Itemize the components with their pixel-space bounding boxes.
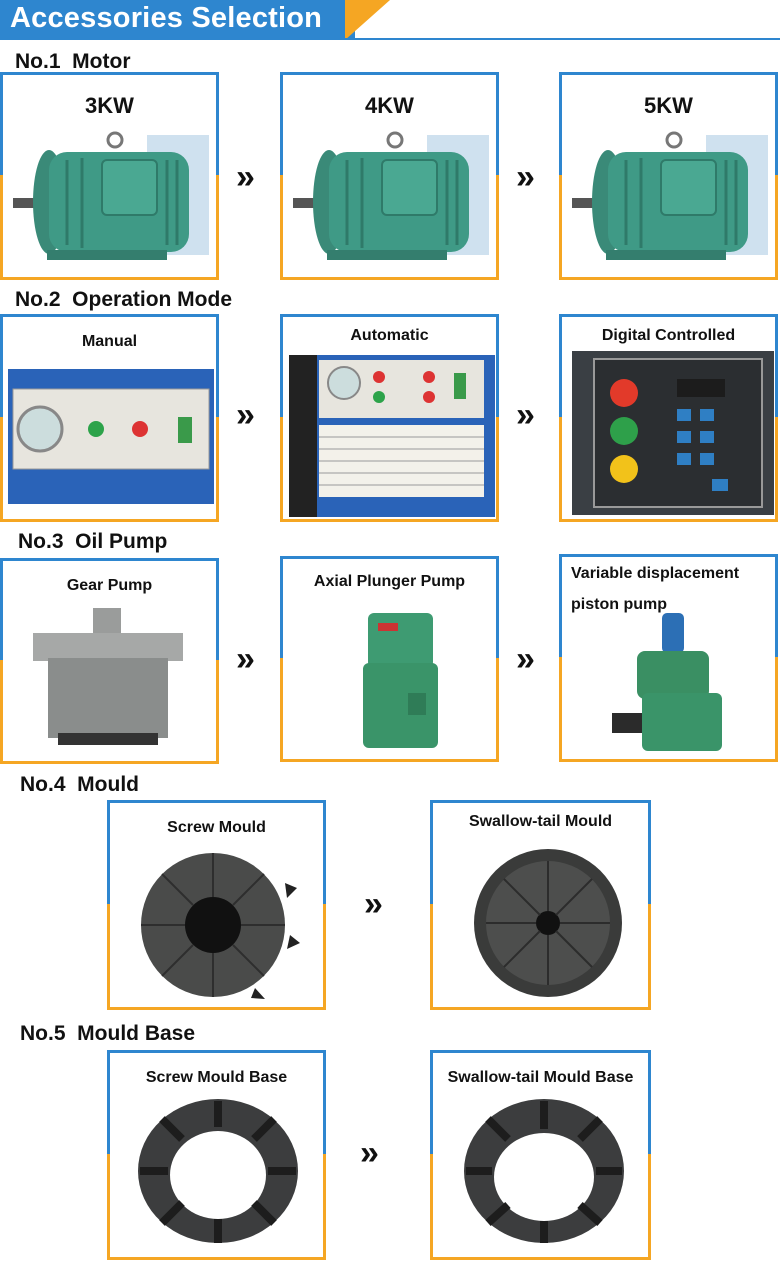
mould-photo [141, 853, 300, 999]
section-title-mould-base: No.5 Mould Base [20, 1022, 196, 1045]
motor-photo [293, 131, 489, 260]
pump-card-variable[interactable]: Variable displacement piston pump [559, 554, 778, 762]
mould-base-label: Swallow-tail Mould Base [447, 1069, 634, 1086]
control-panel-photo [289, 355, 495, 517]
section-title-motor: No.1 Motor [15, 50, 131, 73]
plunger-pump-photo [612, 613, 722, 751]
double-chevron-icon: » [236, 158, 255, 196]
pump-label: Axial Plunger Pump [313, 573, 466, 590]
mould-label: Swallow-tail Mould [468, 813, 613, 830]
motor-label: 5KW [644, 93, 693, 118]
double-chevron-icon: » [236, 396, 255, 434]
double-chevron-icon: » [360, 1134, 379, 1172]
gear-pump-photo [33, 608, 183, 745]
double-chevron-icon: » [516, 158, 535, 196]
header-bar [0, 0, 355, 40]
mould-label: Screw Mould [167, 819, 266, 836]
mould-base-photo [464, 1099, 624, 1243]
plunger-pump-photo [363, 613, 438, 748]
operation-card-digital[interactable]: Digital Controlled [559, 314, 778, 522]
double-chevron-icon: » [516, 640, 535, 678]
control-panel-photo [8, 369, 214, 504]
pump-card-gear[interactable]: Gear Pump [0, 558, 219, 764]
double-chevron-icon: » [364, 885, 383, 923]
mould-card-swallow[interactable]: Swallow-tail Mould [430, 800, 651, 1010]
double-chevron-icon: » [516, 396, 535, 434]
mould-base-card-screw[interactable]: Screw Mould Base [107, 1050, 326, 1260]
motor-card-5kw[interactable]: 5KW [559, 72, 778, 280]
section-title-pump: No.3 Oil Pump [18, 530, 168, 553]
motor-card-3kw[interactable]: 3KW [0, 72, 219, 280]
mould-base-card-swallow[interactable]: Swallow-tail Mould Base [430, 1050, 651, 1260]
page-header: Accessories Selection [0, 0, 780, 44]
double-chevron-icon: » [236, 640, 255, 678]
motor-card-4kw[interactable]: 4KW [280, 72, 499, 280]
operation-card-automatic[interactable]: Automatic [280, 314, 499, 522]
page-title: Accessories Selection [10, 2, 323, 34]
motor-photo [13, 131, 209, 260]
operation-label: Automatic [350, 327, 429, 344]
control-panel-photo [572, 351, 774, 515]
header-underline [0, 38, 780, 40]
mould-base-label: Screw Mould Base [145, 1069, 288, 1086]
section-title-mould: No.4 Mould [20, 773, 139, 796]
pump-label: Gear Pump [66, 577, 153, 594]
operation-label: Digital Controlled [601, 327, 736, 344]
motor-photo [572, 131, 768, 260]
mould-card-screw[interactable]: Screw Mould [107, 800, 326, 1010]
pump-label: Variable displacement piston pump [571, 565, 740, 613]
mould-photo [474, 849, 622, 997]
header-accent-orange [345, 0, 390, 40]
mould-base-photo [138, 1099, 298, 1243]
section-title-operation: No.2 Operation Mode [15, 288, 233, 311]
pump-card-axial[interactable]: Axial Plunger Pump [280, 556, 499, 762]
motor-label: 3KW [85, 93, 134, 118]
operation-label: Manual [81, 333, 138, 350]
motor-label: 4KW [365, 93, 414, 118]
operation-card-manual[interactable]: Manual [0, 314, 219, 522]
